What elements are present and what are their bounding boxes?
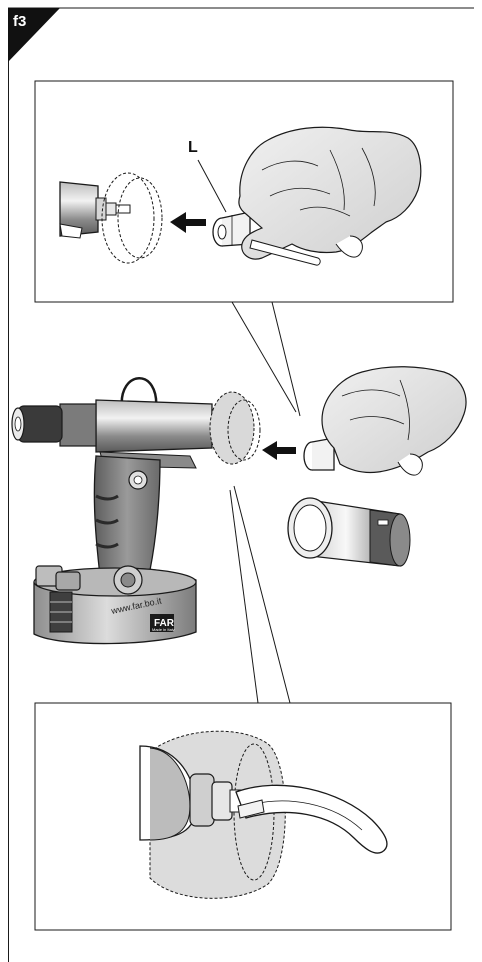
figure-tag: f3 bbox=[8, 8, 60, 62]
connector-bottom-right bbox=[233, 485, 291, 704]
callout-leader-l bbox=[197, 159, 227, 213]
figure-tag-label: f3 bbox=[13, 13, 26, 30]
svg-text:FAR: FAR bbox=[154, 618, 175, 629]
svg-text:Made in Italy: Made in Italy bbox=[152, 627, 175, 632]
middle-gloved-hand bbox=[303, 366, 467, 476]
top-inset-panel: L bbox=[34, 80, 454, 303]
bottom-inset-panel bbox=[34, 702, 452, 931]
insert-arrow-middle bbox=[262, 441, 296, 460]
sleeve-component bbox=[287, 497, 411, 567]
connector-top-left bbox=[231, 301, 297, 413]
connector-top-right bbox=[271, 301, 301, 417]
removal-tool bbox=[235, 784, 388, 854]
riveter-tool: www.far.bo.it FAR Made in Italy bbox=[11, 377, 261, 645]
inset-gloved-hand bbox=[238, 126, 422, 266]
brand-logo: FAR Made in Italy bbox=[150, 614, 175, 632]
connector-bottom-left bbox=[229, 489, 259, 704]
insert-arrow-top bbox=[170, 212, 206, 233]
callout-label-l: L bbox=[188, 139, 198, 156]
inset-nosepiece bbox=[212, 211, 251, 247]
inset-tool-nose bbox=[59, 172, 163, 264]
bottom-tool-endcap bbox=[139, 745, 245, 841]
